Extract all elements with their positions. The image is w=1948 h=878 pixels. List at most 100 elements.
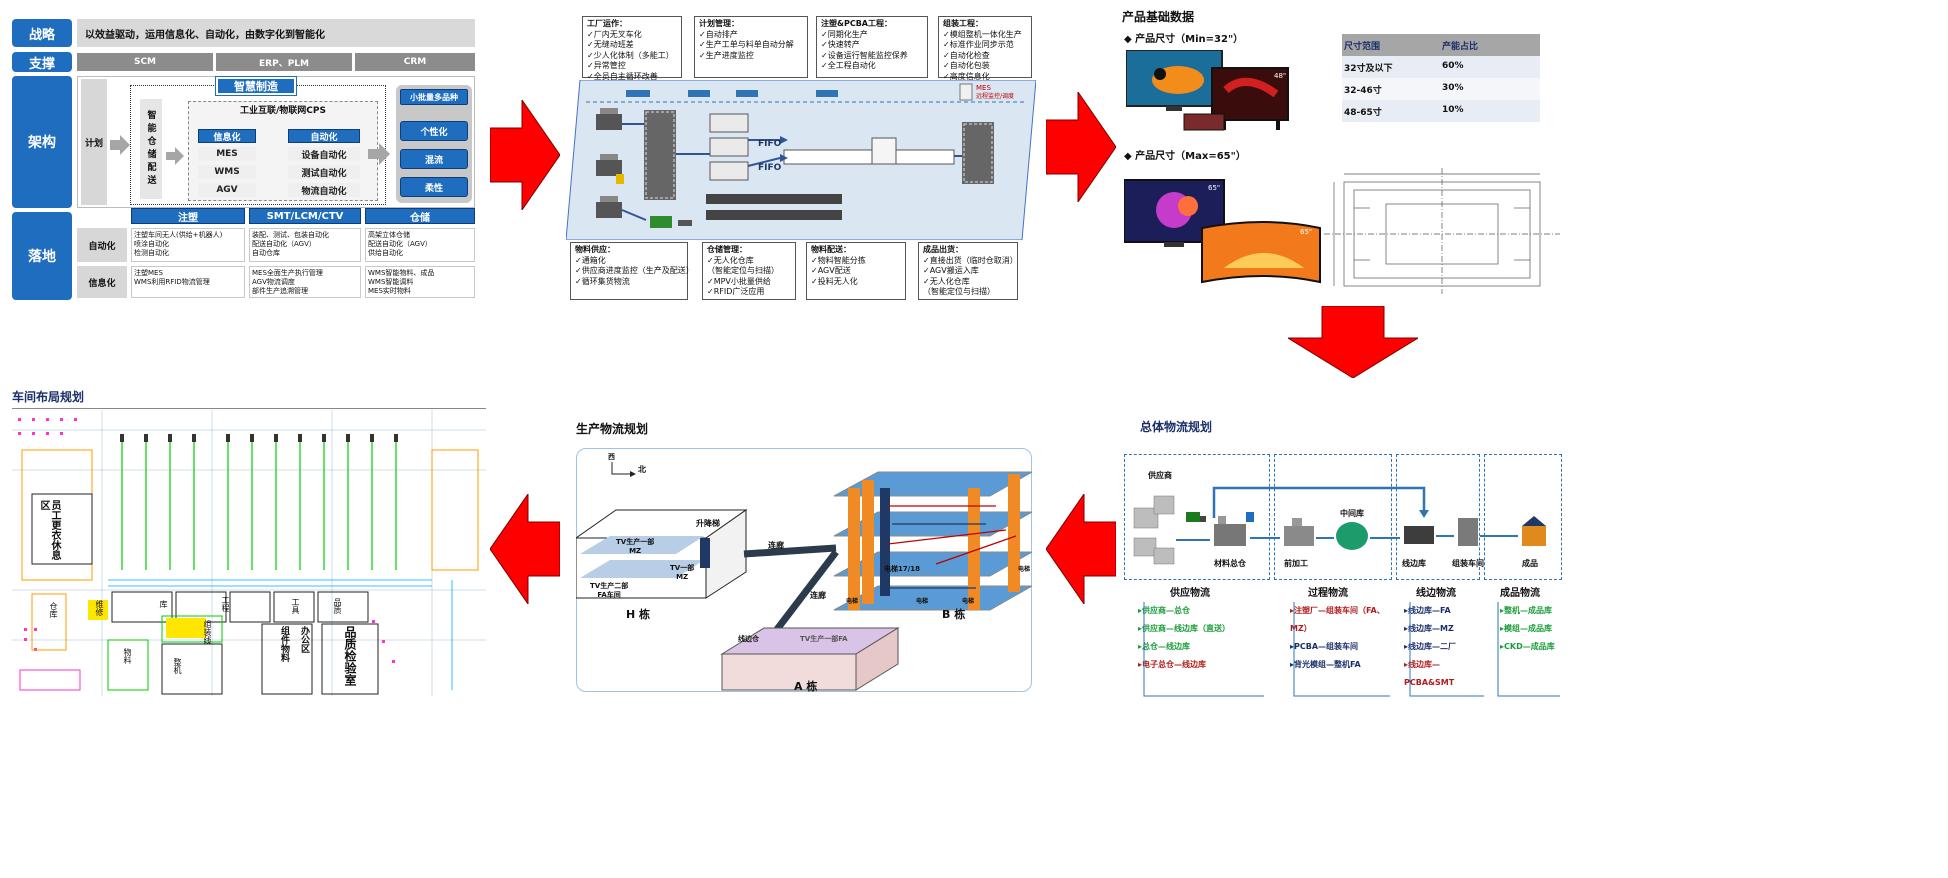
- note-injection-pcba: 注塑&PCBA工程： ✓同期化生产✓快速转产✓设备运行智能监控保养✓全工程自动化: [816, 16, 928, 78]
- table-row: 48-65寸 10%: [1342, 100, 1540, 122]
- label-quality: 品质: [333, 598, 342, 614]
- landing-table: 注塑 SMT/LCM/CTV 仓储 自动化 信息化 注塑车间无人(供给+机器人)…: [77, 208, 475, 300]
- logistics-title: 总体物流规划: [1140, 420, 1213, 434]
- plan-box: 计划: [81, 79, 107, 205]
- a-label-line-side: 线边仓: [738, 635, 759, 643]
- a-label-fa: TV生产一部FA: [800, 635, 848, 643]
- factory-panel: 工厂运作： ✓厂内无叉车化✓无缝动班差✓少人化体制（多能工）✓异常管控✓全员自主…: [566, 14, 1036, 304]
- buildings-diagram: [576, 462, 1032, 691]
- info-agv: AGV: [198, 183, 256, 197]
- note-planning: 计划管理： ✓自动排产✓生产工单与料单自动分解✓生产进度监控: [694, 16, 808, 78]
- logistics-panel: 总体物流规划 供应商 材料总仓 前加工 中间库 线边库 组装车间: [1118, 412, 1564, 708]
- list-process: ▸注塑厂—组装车间（FA、MZ） ▸PCBA—组装车间 ▸背光模组—整机FA: [1290, 606, 1385, 669]
- info-mes: MES: [198, 147, 256, 161]
- info-wms: WMS: [198, 165, 256, 179]
- node-pre-processing: 前加工: [1284, 559, 1308, 568]
- layout-panel: 车间布局规划: [8, 388, 486, 698]
- floor-plan: [12, 410, 486, 696]
- list-supply: ▸供应商—总仓 ▸供应商—线边库（直送） ▸总仓—线边库 ▸电子总仓—线边库: [1138, 606, 1231, 669]
- size-table: 尺寸范围 产能占比 32寸及以下 60% 32-46寸 30% 48-65寸 1…: [1342, 34, 1540, 128]
- col-header-injection: 注塑: [131, 208, 245, 224]
- lift-label: 升降梯: [696, 519, 720, 528]
- group-label-supply: 供应物流: [1170, 588, 1210, 599]
- compass-west: 西: [608, 453, 615, 461]
- bottom-bracket-lines: [1143, 602, 1560, 697]
- flexible-button: 柔性: [400, 177, 468, 197]
- list-line-side: ▸线边库—FA ▸线边库—MZ ▸线边库—二厂 ▸线边库—PCBA&SMT: [1404, 606, 1457, 687]
- layout-title: 车间布局规划: [12, 390, 85, 404]
- personalized-button: 个性化: [400, 121, 468, 141]
- label-tools: 工具: [291, 598, 300, 614]
- supplier-buildings: [596, 108, 624, 218]
- group-label-finished: 成品物流: [1500, 588, 1540, 599]
- arrow-right-1: [490, 100, 560, 210]
- group-finished: [1484, 454, 1562, 580]
- node-assembly: 组装车间: [1452, 559, 1484, 568]
- support-erp-plm: ERP、PLM: [216, 53, 352, 71]
- strategy-text: 以效益驱动，运用信息化、自动化，由数字化到智能化: [85, 29, 325, 41]
- h-building: [576, 509, 748, 599]
- a-building-label: A 栋: [794, 680, 818, 693]
- row-label-information: 信息化: [77, 266, 127, 298]
- label-warehouse: 仓库: [49, 602, 58, 618]
- warehouse-vertical: 智能仓储配送: [140, 99, 162, 199]
- table-header: 尺寸范围 产能占比: [1342, 34, 1540, 56]
- node-middle-warehouse: 中间库: [1340, 509, 1364, 518]
- smart-mfg-title: 智慧制造: [215, 76, 297, 96]
- row-label-automation: 自动化: [77, 228, 127, 262]
- arrow-plan: [110, 135, 130, 155]
- tv-badge-48: 48": [1274, 72, 1286, 80]
- technical-drawing: [1324, 168, 1560, 294]
- max-size-label: ◆ 产品尺寸（Max=65"）: [1124, 151, 1246, 162]
- fifo-label-1: FIFO: [758, 139, 782, 149]
- compass-north: 北: [638, 465, 646, 474]
- label-store: 库: [159, 600, 168, 608]
- auto-equipment: 设备自动化: [288, 147, 360, 161]
- fifo-label-2: FIFO: [758, 163, 782, 173]
- col-header-storage: 仓储: [365, 208, 475, 224]
- note-factory-ops: 工厂运作： ✓厂内无叉车化✓无缝动班差✓少人化体制（多能工）✓异常管控✓全员自主…: [582, 16, 682, 81]
- group-label-process: 过程物流: [1308, 588, 1348, 599]
- auto-test: 测试自动化: [288, 165, 360, 179]
- elevator-a: 电梯: [846, 598, 859, 605]
- a-building: [720, 627, 900, 691]
- info-header: 信息化: [198, 129, 256, 143]
- elevator-c: 电梯: [962, 598, 975, 605]
- node-supplier: 供应商: [1148, 471, 1172, 480]
- elevator-label: 电梯17/18: [884, 565, 921, 573]
- arrow-left-1: [1046, 494, 1116, 604]
- support-scm: SCM: [77, 53, 213, 71]
- b-building-label: B 栋: [942, 608, 966, 621]
- table-row: 32-46寸 30%: [1342, 78, 1540, 100]
- architecture-label: 架构: [12, 76, 72, 208]
- logistics-flow: [1133, 486, 1546, 565]
- node-material-warehouse: 材料总仓: [1214, 559, 1246, 568]
- area-qc-lab: 品质检验室: [343, 626, 357, 686]
- iot-label: 工业互联/物联网CPS: [240, 106, 326, 116]
- note-assembly: 组装工程： ✓模组整机一体化生产✓标准作业同步示范✓自动化检查✓自动化包装✓高度…: [938, 16, 1032, 81]
- tv-badge-65b: 65": [1300, 228, 1312, 236]
- note-finished-goods: 成品出货： ✓直接出货（临时仓取消）✓AGV搬运入库✓无人化仓库（智能定位与扫描…: [918, 242, 1018, 300]
- auto-cell-2: 装配、测试、包装自动化配送自动化（AGV）自动仓库: [249, 228, 361, 262]
- warehouse-racks: [644, 110, 994, 200]
- auto-header: 自动化: [288, 129, 360, 143]
- production-lines: [650, 113, 955, 228]
- label-complete-unit: 整机: [173, 658, 182, 674]
- area-components: 组件物料: [279, 626, 289, 662]
- product-panel: 产品基础数据 ◆ 产品尺寸（Min=32"） ◆ 产品尺寸（Max=65"） 4…: [1118, 6, 1564, 296]
- label-repair: 维修: [95, 600, 104, 616]
- support-label: 支撑: [12, 52, 72, 72]
- group-line-side: [1396, 454, 1480, 580]
- area-employee-rest: 员工更衣休息区: [38, 500, 60, 560]
- b-building: [833, 471, 1032, 611]
- label-engineering: 工程: [221, 596, 230, 612]
- group-supply: [1124, 454, 1270, 580]
- mes-tag: MES: [976, 84, 991, 92]
- product-title: 产品基础数据: [1122, 10, 1195, 24]
- production-title: 生产物流规划: [576, 422, 649, 436]
- tv-large-images: 65" 65": [1124, 179, 1321, 284]
- col-header-smt: SMT/LCM/CTV: [249, 208, 361, 224]
